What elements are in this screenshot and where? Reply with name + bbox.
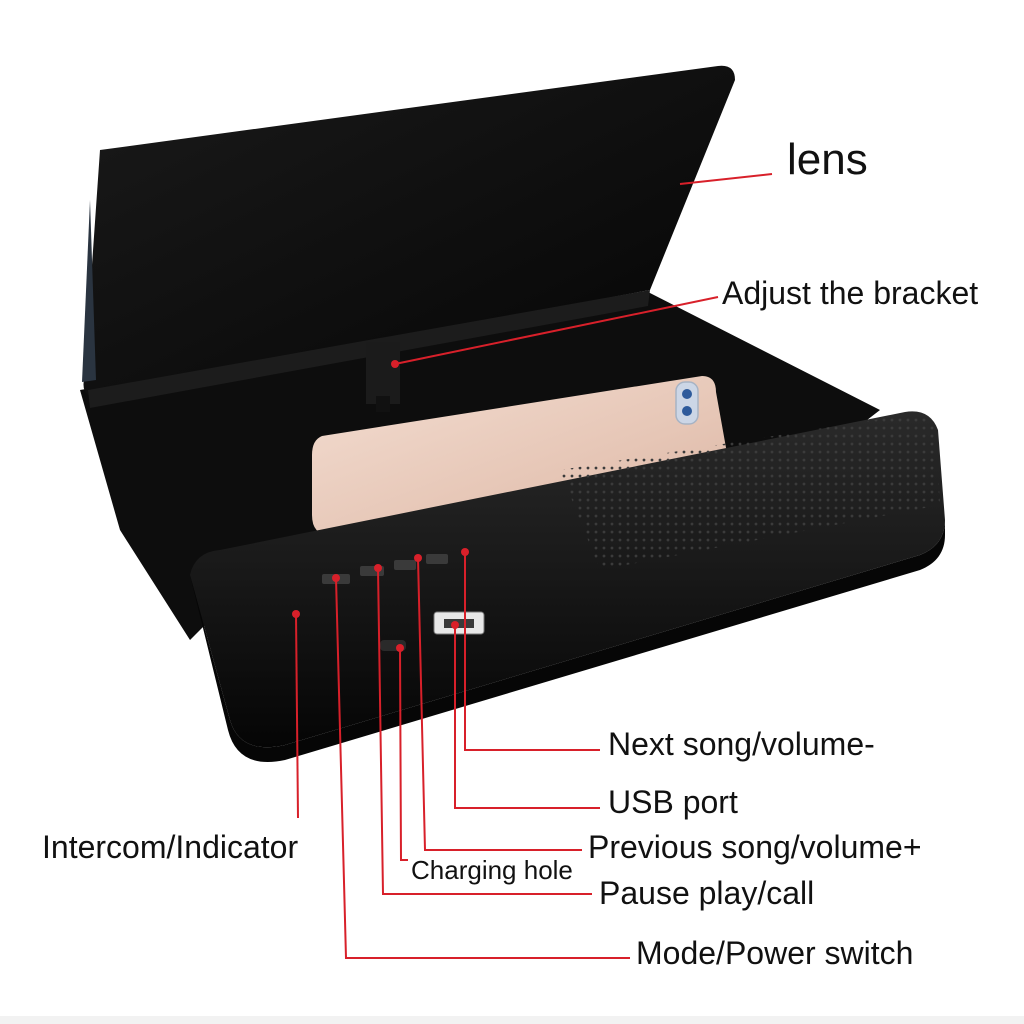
leader-dots	[292, 360, 469, 652]
label-usb-port: USB port	[608, 784, 738, 820]
leader-mode	[335, 577, 630, 959]
label-mode-power: Mode/Power switch	[636, 935, 914, 971]
usb-port	[433, 611, 485, 635]
leader-intercom	[295, 613, 299, 819]
leader-lens	[679, 173, 773, 185]
leader-pause	[377, 567, 592, 895]
label-lens: lens	[787, 135, 868, 184]
leader-next	[464, 552, 600, 751]
leader-usb	[454, 625, 600, 809]
label-pause-play: Pause play/call	[599, 875, 815, 911]
label-previous-song: Previous song/volume+	[588, 829, 922, 865]
bottom-band	[0, 1016, 1024, 1024]
phone	[312, 376, 730, 535]
leader-bracket	[394, 296, 719, 365]
leader-lines	[295, 173, 773, 959]
label-intercom: Intercom/Indicator	[42, 829, 299, 865]
label-adjust-bracket: Adjust the bracket	[722, 275, 979, 311]
leader-charging	[399, 647, 408, 861]
label-charging-hole: Charging hole	[411, 855, 573, 885]
label-next-song: Next song/volume-	[608, 726, 875, 762]
bracket	[366, 342, 400, 412]
leader-previous	[417, 557, 582, 851]
